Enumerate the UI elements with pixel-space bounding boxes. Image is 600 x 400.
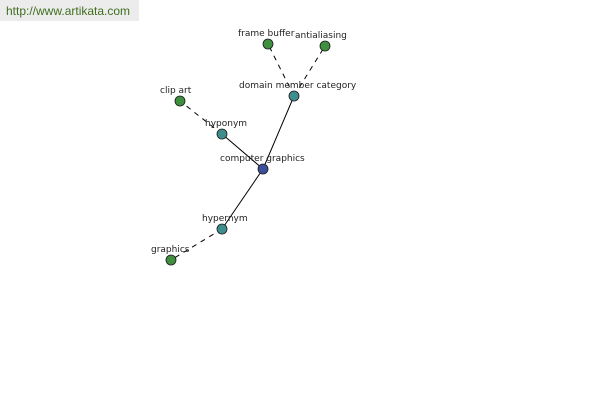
node-graphics[interactable]: graphics bbox=[151, 245, 190, 266]
node-marker-graphics[interactable] bbox=[165, 254, 177, 266]
node-marker-clip-art[interactable] bbox=[174, 95, 186, 107]
edges-layer bbox=[170, 43, 326, 261]
node-label-hyponym: hyponym bbox=[205, 119, 247, 129]
node-clip-art[interactable]: clip art bbox=[160, 86, 192, 107]
edge-computer-graphics-to-hyponym bbox=[221, 133, 264, 170]
node-domain-member-category[interactable]: domain member category bbox=[239, 81, 357, 102]
node-marker-frame-buffer[interactable] bbox=[262, 38, 274, 50]
node-computer-graphics[interactable]: computer graphics bbox=[220, 154, 305, 175]
edge-computer-graphics-to-domain-member-category bbox=[262, 95, 295, 170]
node-hyponym[interactable]: hyponym bbox=[205, 119, 247, 140]
node-marker-hyponym[interactable] bbox=[216, 128, 228, 140]
node-label-computer-graphics: computer graphics bbox=[220, 154, 305, 164]
node-frame-buffer[interactable]: frame buffer bbox=[238, 29, 295, 50]
node-label-graphics: graphics bbox=[151, 245, 190, 255]
node-marker-computer-graphics[interactable] bbox=[257, 163, 269, 175]
source-link-bar: http://www.artikata.com bbox=[0, 0, 139, 21]
nodes-layer: computer graphics hyponym hypernym domain m… bbox=[151, 29, 357, 266]
node-marker-antialiasing[interactable] bbox=[319, 40, 331, 52]
node-label-domain-member-category: domain member category bbox=[239, 81, 357, 91]
node-hypernym[interactable]: hypernym bbox=[202, 214, 248, 235]
node-marker-domain-member-category[interactable] bbox=[288, 90, 300, 102]
source-link[interactable]: http://www.artikata.com bbox=[6, 4, 131, 18]
node-antialiasing[interactable]: antialiasing bbox=[295, 31, 347, 52]
node-label-frame-buffer: frame buffer bbox=[238, 29, 295, 39]
edge-computer-graphics-to-hypernym bbox=[221, 168, 264, 230]
node-label-antialiasing: antialiasing bbox=[295, 31, 347, 41]
edge-hyponym-to-clip-art bbox=[179, 100, 223, 135]
node-marker-hypernym[interactable] bbox=[216, 223, 228, 235]
node-label-clip-art: clip art bbox=[160, 86, 192, 96]
node-label-hypernym: hypernym bbox=[202, 214, 248, 224]
